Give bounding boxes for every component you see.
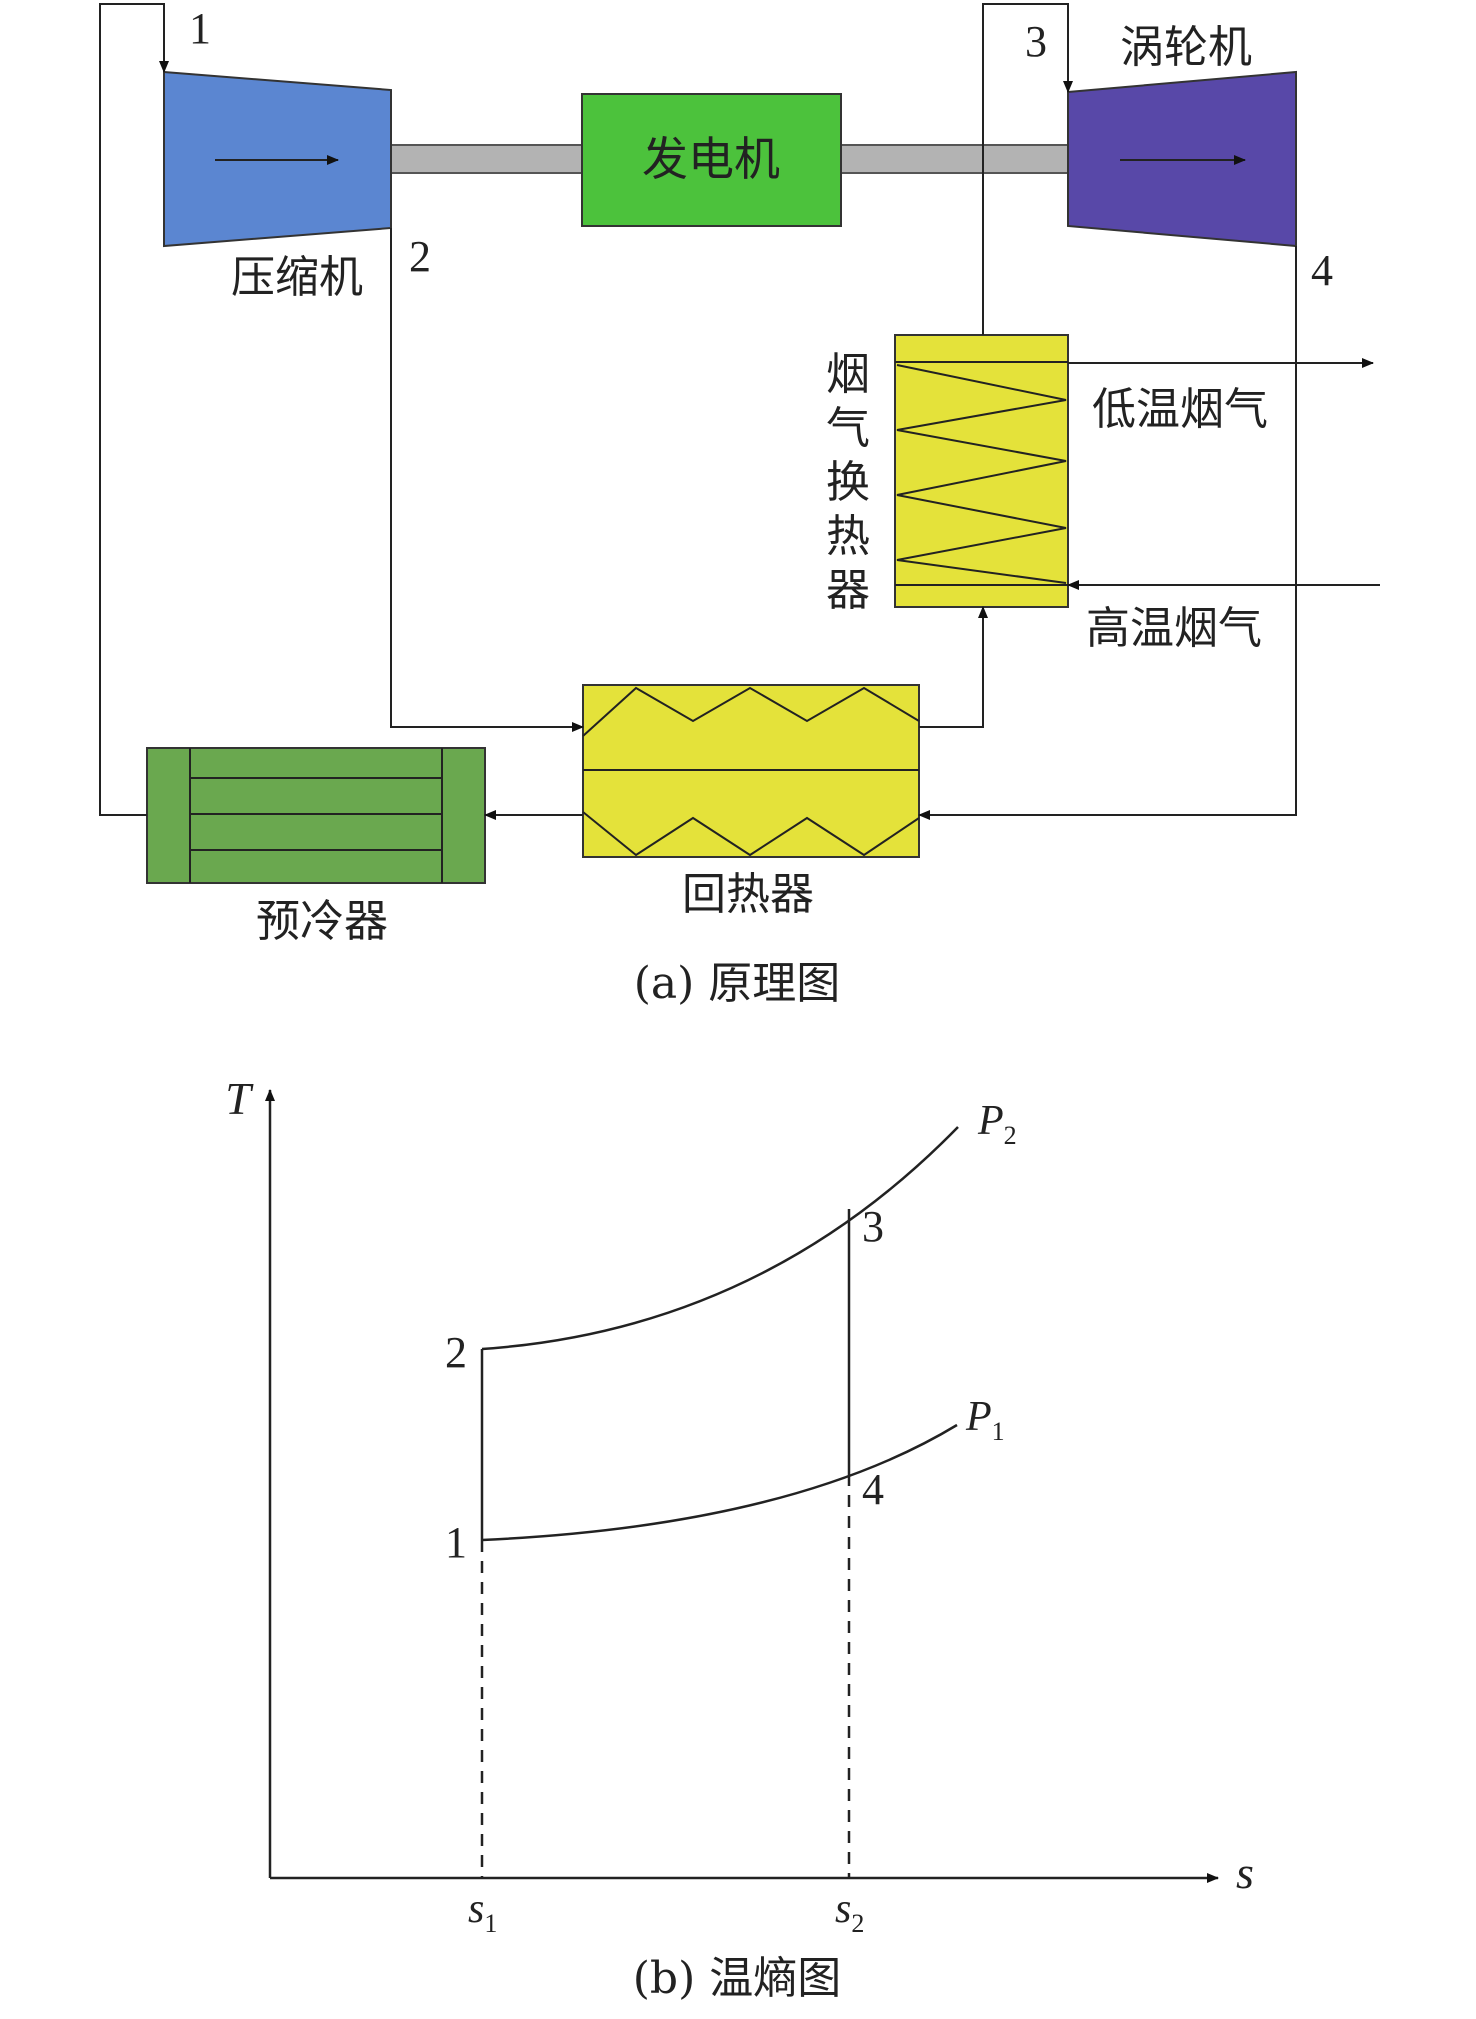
- flue-gas-exchanger-char-2: 气: [826, 403, 870, 454]
- ts-labels: T s s1 s2 P2 P1 1 2 3 4 (b) 温熵图: [225, 1073, 1254, 2004]
- pipe-exchanger-to-turbine: [982, 3, 1073, 335]
- turbine-label: 涡轮机: [1120, 22, 1252, 73]
- flue-gas-exchanger-char-3: 换: [826, 457, 870, 508]
- low-temp-flue-gas-label: 低温烟气: [1092, 384, 1268, 435]
- shaft-left: [389, 144, 583, 174]
- schematic-labels: 发电机 压缩机 涡轮机 回热器 预冷器 烟 气 换 热 器 低温烟气 高温烟气 …: [189, 4, 1333, 1009]
- caption-b: (b) 温熵图: [633, 1953, 841, 2004]
- pipe-turbine-to-regenerator: [918, 246, 1297, 820]
- ts-point-4: 4: [862, 1465, 884, 1514]
- s1-label: s1: [468, 1886, 497, 1938]
- state-point-2: 2: [409, 232, 431, 281]
- regenerator-coil-top: [582, 686, 920, 737]
- caption-a: (a) 原理图: [634, 958, 841, 1009]
- isobar-p1: [481, 1423, 958, 1542]
- high-temp-flue-gas-label: 高温烟气: [1086, 603, 1262, 654]
- pipe-compressor-to-regenerator: [390, 228, 584, 732]
- compressor-label: 压缩机: [231, 252, 363, 303]
- state-point-1: 1: [189, 4, 211, 53]
- flue-gas-heat-exchanger: [894, 334, 1069, 608]
- flue-gas-exchanger-char-5: 器: [826, 565, 870, 616]
- ts-diagram: [265, 1089, 1219, 1883]
- exchanger-coil: [896, 364, 1067, 584]
- y-axis-label: T: [225, 1073, 254, 1124]
- x-axis-label: s: [1236, 1847, 1254, 1898]
- pipe-regenerator-to-exchanger: [919, 606, 988, 728]
- s2-label: s2: [835, 1886, 864, 1938]
- precooler-label: 预冷器: [256, 896, 388, 947]
- precooler: [146, 747, 486, 884]
- generator: [581, 93, 842, 227]
- p2-label: P2: [977, 1098, 1017, 1150]
- ts-point-1: 1: [445, 1518, 467, 1567]
- flue-gas-exchanger-char-1: 烟: [826, 349, 870, 400]
- state-point-3: 3: [1025, 17, 1047, 66]
- state-point-4: 4: [1311, 246, 1333, 295]
- isobar-p2: [481, 1126, 959, 1351]
- flue-gas-exchanger-char-4: 热: [826, 511, 870, 562]
- pipe-precooler-to-compressor: [99, 3, 169, 816]
- schematic: [99, 3, 1380, 884]
- regenerator-label: 回热器: [682, 869, 814, 920]
- regenerator-coil-bottom: [582, 811, 920, 857]
- ts-point-3: 3: [862, 1202, 884, 1251]
- ts-point-2: 2: [445, 1328, 467, 1377]
- generator-label: 发电机: [642, 132, 780, 186]
- shaft-right: [840, 144, 1069, 174]
- p1-label: P1: [965, 1394, 1005, 1446]
